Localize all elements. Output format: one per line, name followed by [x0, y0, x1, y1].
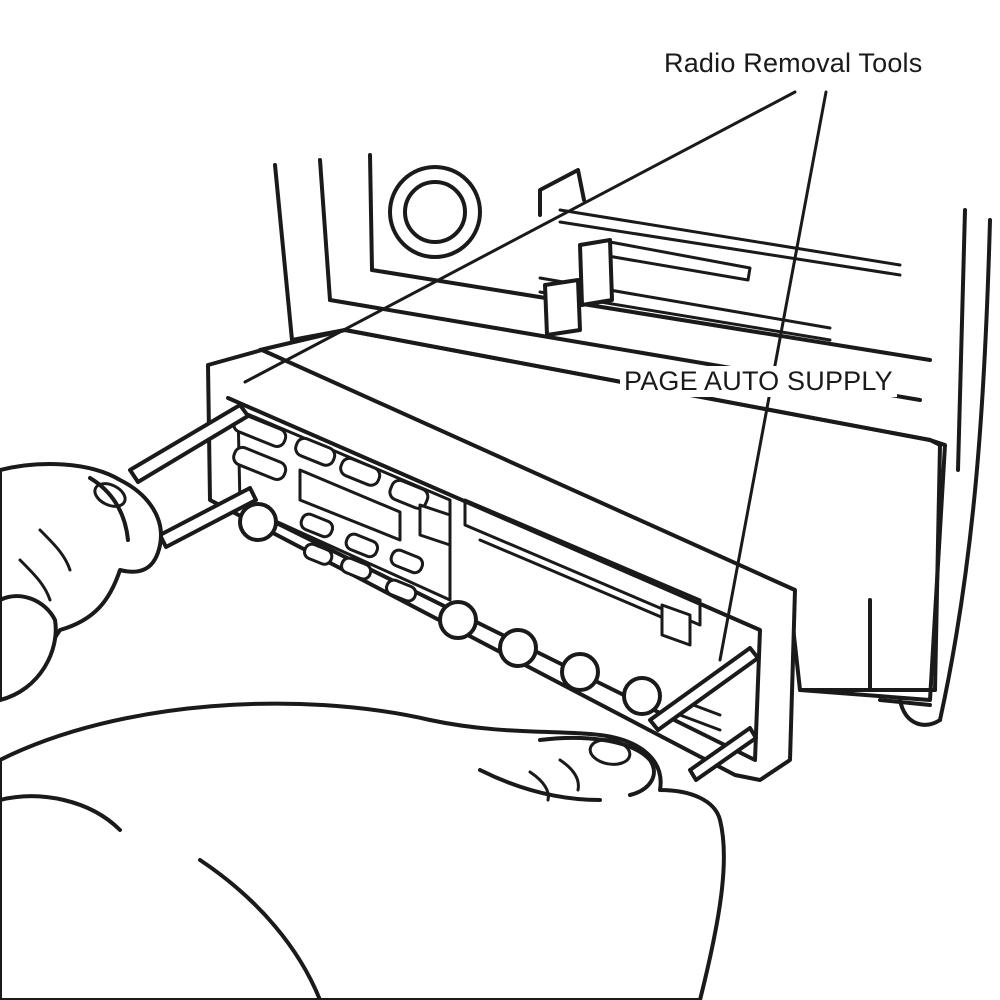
removal-tool-left-upper — [128, 403, 250, 484]
control-knob-1 — [438, 600, 478, 640]
slider-knob-upper — [578, 238, 614, 307]
small-button-1 — [299, 512, 335, 539]
preset-button-3 — [339, 456, 382, 487]
volume-knob — [238, 502, 278, 542]
cassette-eject — [660, 603, 692, 647]
radio-display — [298, 468, 402, 542]
small-button-6 — [384, 578, 418, 603]
preset-button-4 — [232, 445, 288, 482]
dash-clip — [538, 168, 586, 217]
left-thumbnail — [93, 482, 127, 508]
removal-tool-left-lower — [158, 486, 258, 549]
control-knob-3 — [560, 652, 600, 692]
slider-knob-lower — [543, 278, 582, 337]
cassette-slot — [463, 498, 702, 627]
leader-tool-left — [243, 90, 797, 384]
preset-button-5 — [388, 478, 430, 510]
removal-tool-right-lower — [688, 726, 758, 782]
small-button-4 — [302, 542, 334, 566]
left-hand — [0, 462, 163, 702]
removal-tools-label: Radio Removal Tools — [660, 48, 927, 79]
small-button-5 — [339, 556, 373, 581]
radio-faceplate — [206, 348, 797, 782]
preset-button-2 — [294, 436, 337, 467]
control-knob-2 — [498, 628, 538, 668]
dash-knob — [388, 165, 482, 259]
right-hand — [0, 701, 726, 1000]
small-button-2 — [344, 532, 380, 559]
small-button-3 — [389, 548, 425, 575]
control-knob-4 — [622, 676, 662, 716]
removal-tool-right-upper — [648, 646, 760, 732]
eject-button — [418, 503, 452, 547]
brand-label: PAGE AUTO SUPPLY — [620, 366, 897, 397]
dashboard — [273, 153, 992, 727]
dash-knob-inner — [403, 180, 467, 244]
right-thumbnail — [588, 738, 632, 766]
removal-tools — [128, 403, 760, 782]
